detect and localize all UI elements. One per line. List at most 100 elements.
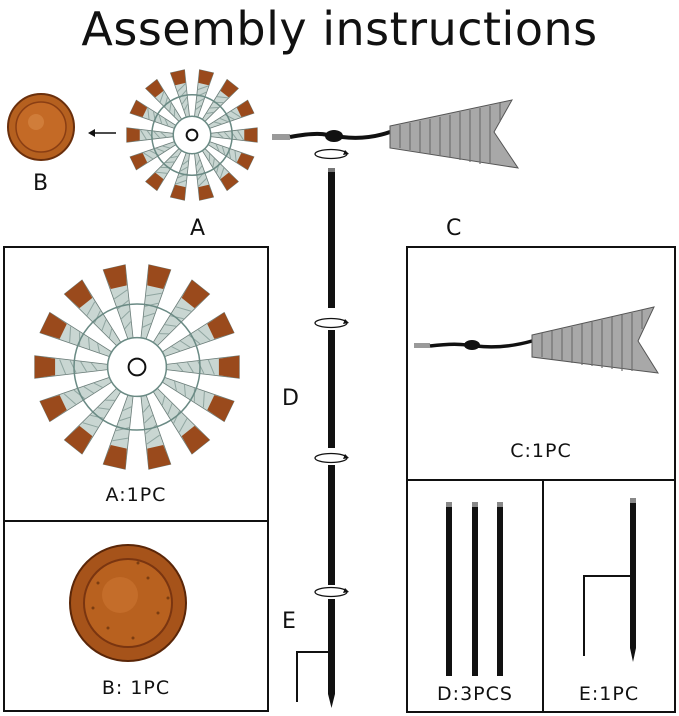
caption-d: D:3PCS — [437, 683, 513, 705]
wheel-blade-tip — [147, 264, 171, 289]
wheel-blade-stripe — [170, 155, 179, 159]
wheel-blade-stripe — [153, 131, 161, 139]
wheel-blade-stripe — [219, 117, 229, 123]
wheel-blade-stripe — [216, 96, 229, 99]
wheel-blade-tip — [181, 279, 210, 309]
wheel-blade-stripe — [173, 380, 177, 391]
label-a-top: A — [190, 216, 206, 241]
wheel-blade-tip — [198, 184, 214, 201]
wheel-blade-stripe — [170, 315, 184, 320]
wheel-blade-stripe — [175, 306, 192, 312]
wheel-blade-stripe — [146, 434, 161, 445]
wheel-blade-stripe — [215, 143, 220, 152]
wheel-blade-stripe — [145, 292, 162, 297]
wheel-blade-stripe — [63, 393, 77, 405]
caption-c: C:1PC — [510, 440, 572, 462]
wheel-blade-stripe — [196, 165, 203, 174]
caption-e: E:1PC — [578, 683, 640, 705]
wheel-blade-stripe — [115, 427, 130, 432]
wheel-blade-stripe — [197, 360, 205, 374]
label-d: D — [282, 386, 299, 411]
wheel-blade-stripe — [177, 83, 186, 92]
wheel-blade-stripe — [122, 406, 132, 412]
wheel-blade-stripe — [97, 343, 101, 354]
wheel-blade-stripe — [221, 146, 226, 155]
wheel-hub — [127, 357, 147, 377]
caption-a: A:1PC — [105, 484, 167, 506]
wheel-blade-stripe — [117, 300, 129, 310]
wheel-blade-tip — [236, 100, 254, 118]
wheel-blade-stripe — [213, 121, 222, 125]
wheel-blade-tip — [34, 355, 56, 379]
rotation-icon-2 — [314, 317, 349, 329]
wheel-ring — [106, 336, 168, 398]
wheel-blade-stripe — [164, 324, 177, 327]
wheel-blade-stripe — [142, 322, 152, 328]
wheel-blade-stripe — [142, 404, 150, 413]
part-c-tail-image — [414, 306, 659, 374]
wheel-blade-stripe — [207, 359, 215, 375]
wheel-blade-tip — [64, 425, 93, 455]
arrow-icon — [88, 129, 116, 137]
wheel-blade-stripe — [86, 301, 96, 316]
wheel-blade-stripe — [69, 360, 77, 374]
wheel-ring — [151, 94, 233, 176]
wheel-blade-tip — [198, 69, 214, 86]
label-c-top: C — [446, 216, 462, 241]
wheel-blade-tip — [218, 355, 240, 379]
wheel-blade-stripe — [108, 328, 113, 339]
wheel-blade-stripe — [217, 132, 224, 139]
wheel-blade-tip — [220, 172, 239, 191]
wheel-blade-stripe — [160, 131, 167, 138]
wheel-blade-stripe — [234, 150, 237, 162]
wheel-blade-stripe — [183, 103, 189, 111]
wheel-blade-stripe — [155, 171, 168, 174]
wheel-blade-tip — [103, 264, 127, 289]
wheel-blade-stripe — [59, 359, 67, 375]
wheel-blade-stripe — [113, 289, 128, 300]
wheel-blade-stripe — [165, 161, 175, 164]
wheel-blade-stripe — [82, 422, 99, 428]
wheel-blade-tip — [181, 425, 210, 455]
label-b-top: B — [33, 171, 49, 196]
wheel-blade-stripe — [161, 395, 166, 406]
wheel-blade-stripe — [175, 179, 187, 185]
wheel-blade-stripe — [178, 418, 188, 433]
rotation-icon-3 — [314, 452, 349, 464]
assembled-pole-image — [296, 148, 349, 708]
wheel-blade-stripe — [97, 407, 110, 410]
wheel-blade-stripe — [173, 410, 180, 424]
wheel-blade-tip — [147, 445, 171, 470]
wheel-blade-stripe — [202, 391, 205, 408]
wheel-blade-stripe — [120, 310, 130, 320]
wheel-blade-stripe — [147, 108, 150, 120]
wheel-blade-stripe — [162, 145, 171, 149]
wheel-blade-tip — [145, 172, 164, 191]
wheel-blade-stripe — [143, 312, 155, 318]
wheel-blade-stripe — [94, 310, 101, 324]
wheel-blade-stripe — [197, 329, 211, 341]
wheel-blade-tip — [220, 79, 239, 98]
wheel-blade-stripe — [195, 104, 203, 111]
wheel-blade-stripe — [212, 158, 215, 168]
wheel-blade-stripe — [83, 386, 94, 394]
wheel-blade-stripe — [144, 414, 154, 424]
wheel-blade-stripe — [195, 98, 205, 104]
wheel-blade-stripe — [124, 321, 132, 330]
top-cap-b-image — [7, 93, 75, 161]
wheel-blade-stripe — [188, 334, 201, 345]
wheel-blade-stripe — [219, 167, 225, 179]
top-tail-c-image — [272, 99, 520, 169]
wheel-blade-tip — [170, 69, 186, 86]
part-b-cap-image — [69, 544, 187, 662]
wheel-blade-tip — [145, 79, 164, 98]
wheel-blade-tip — [130, 152, 148, 170]
wheel-blade-stripe — [209, 106, 219, 109]
wheel-blade-stripe — [90, 362, 98, 371]
wheel-blade-stripe — [88, 337, 91, 350]
wheel-blade-stripe — [164, 118, 169, 127]
wheel-blade-stripe — [181, 96, 188, 105]
wheel-blade-stripe — [179, 166, 189, 172]
divider — [5, 520, 267, 522]
wheel-blade-tip — [170, 184, 186, 201]
